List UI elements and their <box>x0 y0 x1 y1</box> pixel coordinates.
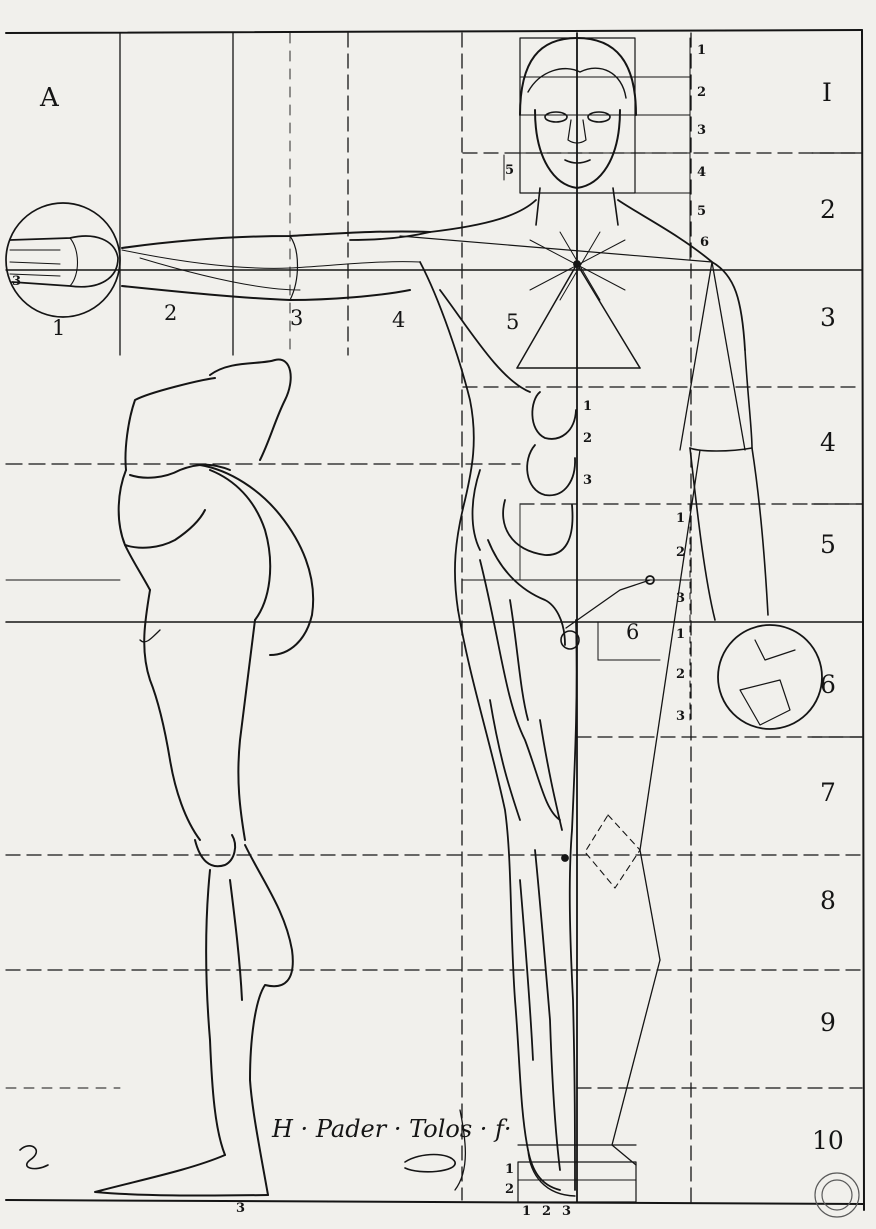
neck-mark-5: 5 <box>697 205 706 218</box>
side-foot-mark: 3 <box>236 1202 245 1215</box>
thigh-mark-1: 1 <box>676 628 685 641</box>
scale-mark-5: 5 <box>820 532 836 557</box>
head-unit-4: 4 <box>697 166 706 179</box>
scale-mark-9: 9 <box>820 1010 836 1035</box>
proportion-grid <box>6 30 864 1210</box>
plate-letter: A <box>40 85 59 111</box>
foot-mark-1: 1 <box>505 1163 514 1176</box>
toe-mark-1: 1 <box>522 1205 531 1218</box>
hand-side-mark: 3 <box>12 275 21 288</box>
artist-signature: H · Pader · Tolos · f· <box>272 1117 512 1141</box>
scale-mark-3: 3 <box>820 305 836 330</box>
arm-mark-5: 5 <box>506 312 519 333</box>
toe-mark-2: 2 <box>542 1205 551 1218</box>
arm-mark-2: 2 <box>164 303 177 324</box>
arm-mark-4: 4 <box>392 310 405 331</box>
arm-mark-1: 1 <box>52 318 65 339</box>
scale-mark-4: 4 <box>820 430 836 455</box>
head-unit-2: 2 <box>697 86 706 99</box>
profile-figure <box>95 360 313 1196</box>
torso-mark-3: 3 <box>583 474 592 487</box>
thigh-mark-2: 2 <box>676 668 685 681</box>
jaw-mark: 5 <box>505 164 514 177</box>
scale-mark-2: 2 <box>820 197 836 222</box>
head-scale-ticks <box>462 38 690 720</box>
scale-mark-7: 7 <box>820 780 836 805</box>
head-unit-1: 1 <box>697 44 706 57</box>
scale-mark-8: 8 <box>820 888 836 913</box>
torso-mark-1: 1 <box>583 400 592 413</box>
thigh-mark-3: 3 <box>676 710 685 723</box>
scale-mark-6: 6 <box>820 672 836 697</box>
collection-stamp <box>815 1173 859 1217</box>
toe-mark-3: 3 <box>562 1205 571 1218</box>
head-unit-3: 3 <box>697 124 706 137</box>
scale-mark-10: 10 <box>812 1128 844 1153</box>
head-figure <box>504 38 690 225</box>
crotch-label: 6 <box>626 622 639 643</box>
hip-mark-1: 1 <box>676 512 685 525</box>
standing-figure <box>122 200 822 1202</box>
hip-mark-2: 2 <box>676 546 685 559</box>
hip-mark-3: 3 <box>676 592 685 605</box>
scale-mark-1: I <box>822 80 832 105</box>
foot-mark-2: 2 <box>505 1183 514 1196</box>
neck-mark-6: 6 <box>700 236 709 249</box>
extended-hand <box>6 203 120 317</box>
arm-mark-3: 3 <box>290 308 303 329</box>
torso-mark-2: 2 <box>583 432 592 445</box>
